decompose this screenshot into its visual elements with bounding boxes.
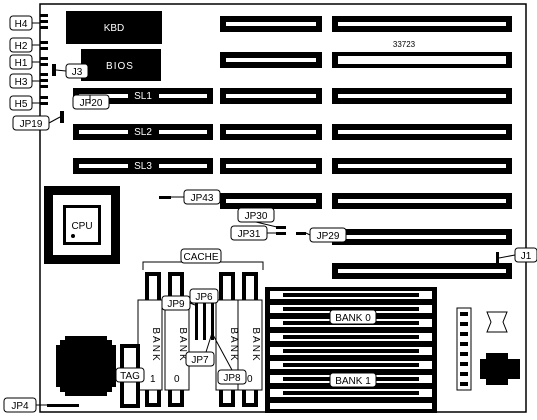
jp43-label: JP43 bbox=[191, 193, 214, 204]
cache-bank-c1-label: BANK bbox=[228, 327, 239, 362]
h2-label: H2 bbox=[15, 41, 28, 52]
h5-label: H5 bbox=[15, 99, 28, 110]
jp7-label: JP7 bbox=[191, 355, 209, 366]
h3-label: H3 bbox=[15, 77, 28, 88]
cache-bank-c0-digit: 0 bbox=[247, 374, 253, 385]
bios-chip bbox=[81, 49, 161, 81]
jp30-label: JP30 bbox=[245, 211, 268, 222]
cache-label-box bbox=[180, 248, 222, 264]
kbd-chip bbox=[66, 11, 162, 44]
cache-bank-b1-label: BANK bbox=[150, 327, 161, 362]
kbd-label: KBD bbox=[104, 23, 125, 34]
leader-lines bbox=[32, 22, 516, 406]
header-pins-left bbox=[40, 14, 64, 123]
jp31-label: JP31 bbox=[238, 229, 261, 240]
jp4-label: JP4 bbox=[11, 401, 29, 412]
tag-label: TAG bbox=[120, 371, 140, 382]
jp8-label: JP8 bbox=[223, 373, 241, 384]
board-id: 33723 bbox=[393, 40, 416, 49]
j1-label: J1 bbox=[521, 251, 532, 262]
cache-label: CACHE bbox=[183, 252, 218, 263]
sl3-label: SL3 bbox=[134, 161, 152, 172]
right-connector-block bbox=[456, 307, 520, 391]
chipset-square bbox=[60, 340, 112, 392]
bios-label: BIOS bbox=[106, 61, 134, 72]
jp20-label: JP20 bbox=[80, 98, 103, 109]
jp9-label: JP9 bbox=[167, 299, 185, 310]
sl1-label: SL1 bbox=[134, 91, 152, 102]
cache-bank-b0-label: BANK bbox=[177, 327, 188, 362]
cache-bank-b0-digit: 0 bbox=[174, 374, 180, 385]
cpu-label: CPU bbox=[71, 221, 92, 232]
jp6-label: JP6 bbox=[195, 292, 213, 303]
j3-label: J3 bbox=[72, 67, 83, 78]
simm-banks bbox=[265, 287, 437, 413]
sl2-label: SL2 bbox=[134, 127, 152, 138]
cache-bank-b1-digit: 1 bbox=[150, 374, 156, 385]
bank1-label: BANK 1 bbox=[335, 376, 371, 387]
cache-bank-c0-label: BANK bbox=[250, 327, 261, 362]
bank0-label: BANK 0 bbox=[335, 313, 371, 324]
jp29-label: JP29 bbox=[317, 231, 340, 242]
jp19-label: JP19 bbox=[20, 119, 43, 130]
h4-label: H4 bbox=[15, 19, 28, 30]
h1-label: H1 bbox=[15, 58, 28, 69]
